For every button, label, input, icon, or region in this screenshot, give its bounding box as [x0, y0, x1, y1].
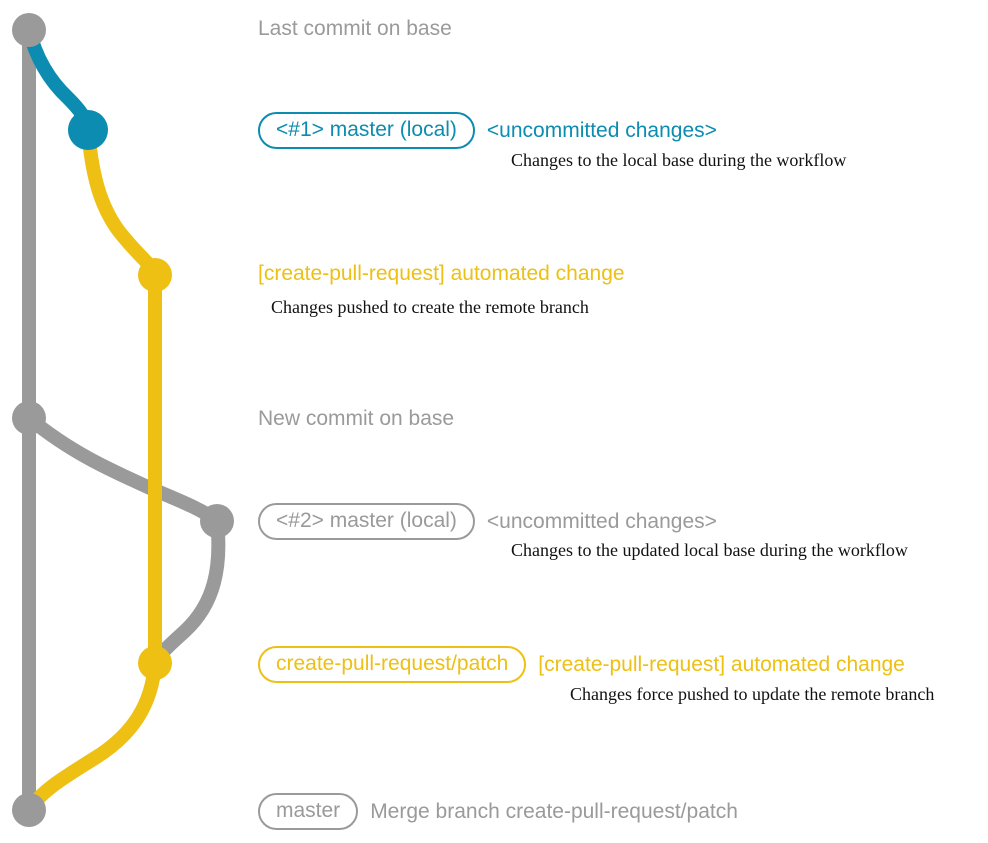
commit-entry-new-commit-on-base: New commit on base — [258, 408, 454, 429]
commit-message-merge: Merge branch create-pull-request/patch — [370, 800, 738, 823]
commit-message-local-2: <uncommitted changes> — [486, 510, 717, 533]
commit-message-local-1: <uncommitted changes> — [486, 119, 717, 142]
branch-badge-create-pull-request-patch[interactable]: create-pull-request/patch — [258, 646, 527, 683]
edge-patch-merge-to-master — [22, 656, 162, 817]
commit-node-base-1[interactable] — [12, 13, 46, 47]
commit-entry-last-commit-on-base: Last commit on base — [258, 18, 452, 39]
commit-node-local-1[interactable] — [68, 110, 108, 150]
commit-message-automated-change-2: [create-pull-request] automated change — [538, 653, 905, 676]
branch-badge-master-local-1[interactable]: <#1> master (local) — [258, 112, 475, 149]
commit-description-text-automated-change-2: Changes force pushed to update the remot… — [570, 684, 935, 704]
commit-message-new-commit-on-base: New commit on base — [258, 407, 455, 430]
commit-node-patch-2[interactable] — [138, 646, 172, 680]
commit-node-patch-1[interactable] — [138, 258, 172, 292]
branch-badge-master-local-2[interactable]: <#2> master (local) — [258, 503, 475, 540]
commit-description-text-local-2: Changes to the updated local base during… — [511, 540, 908, 560]
commit-entry-automated-change-2: create-pull-request/patch [create-pull-r… — [258, 646, 905, 683]
commit-node-merge[interactable] — [12, 793, 46, 827]
commit-description-local-2: Changes to the updated local base during… — [511, 541, 908, 561]
commit-entry-local-2: <#2> master (local) <uncommitted changes… — [258, 503, 717, 540]
commit-node-base-2[interactable] — [12, 401, 46, 435]
edge-base-to-local2 — [22, 411, 224, 528]
commit-description-automated-change-2: Changes force pushed to update the remot… — [570, 685, 934, 705]
commit-nodes — [12, 13, 234, 827]
commit-message-automated-change-1: [create-pull-request] automated change — [258, 262, 625, 285]
commit-entry-local-1: <#1> master (local) <uncommitted changes… — [258, 112, 717, 149]
commit-description-text-automated-change-1: Changes pushed to create the remote bran… — [271, 297, 589, 317]
commit-message-last-commit-on-base: Last commit on base — [258, 17, 452, 40]
commit-description-text-local-1: Changes to the local base during the wor… — [511, 150, 847, 170]
commit-entry-merge: master Merge branch create-pull-request/… — [258, 793, 738, 830]
branch-badge-master[interactable]: master — [258, 793, 359, 830]
commit-description-local-1: Changes to the local base during the wor… — [511, 151, 846, 171]
commit-description-automated-change-1: Changes pushed to create the remote bran… — [271, 298, 589, 318]
commit-node-local-2[interactable] — [200, 504, 234, 538]
commit-entry-automated-change-1: [create-pull-request] automated change — [258, 263, 625, 284]
